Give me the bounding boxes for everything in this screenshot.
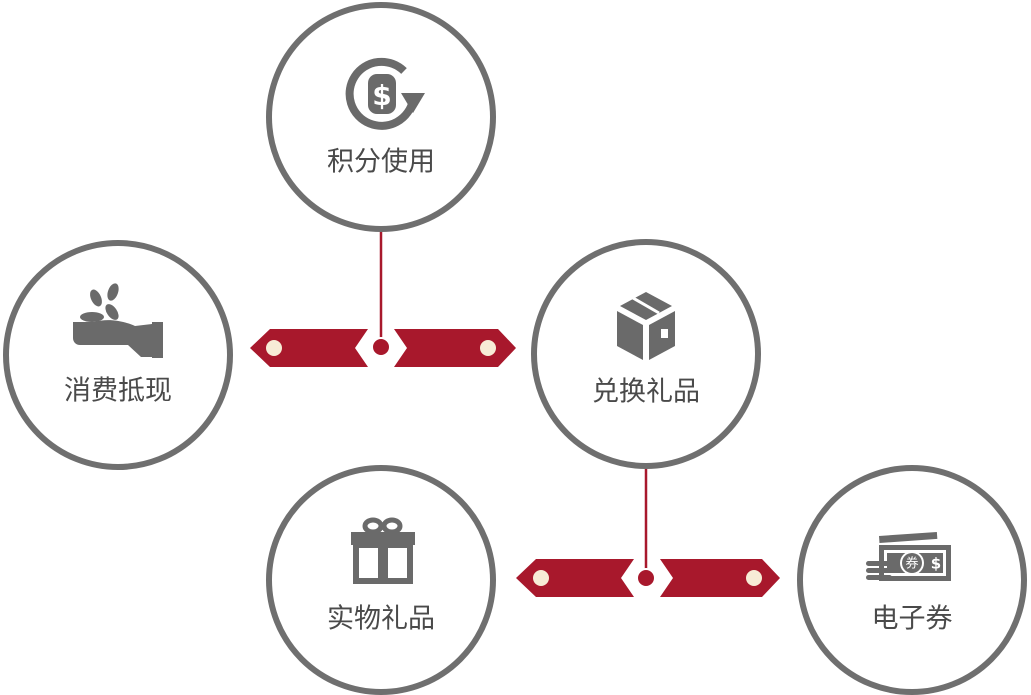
hand-coins-icon: [73, 283, 163, 358]
node-circle: [531, 239, 761, 469]
node-circle: [266, 2, 496, 232]
ribbon-lower: [516, 559, 780, 597]
ribbon-upper-right-dot: [480, 340, 496, 356]
node-label: 电子券: [872, 604, 953, 635]
voucher-icon: 券 $: [866, 531, 951, 581]
junction-upper: [371, 337, 391, 357]
node-label: 实物礼品: [327, 604, 435, 635]
node-circle: [3, 240, 233, 470]
junction-lower: [636, 568, 656, 588]
svg-text:$: $: [931, 555, 941, 573]
node-e-voucher: 券 $ 电子券: [797, 465, 1027, 695]
package-box-icon: [617, 292, 675, 360]
ribbon-lower-left: [516, 559, 634, 597]
ribbon-upper: [250, 329, 516, 367]
ribbon-upper-left-dot: [266, 340, 282, 356]
node-label: 积分使用: [327, 147, 435, 178]
node-gift-exchange: 兑换礼品: [531, 239, 761, 469]
ribbon-lower-right-dot: [746, 570, 762, 586]
dollar-cycle-icon: $: [345, 57, 425, 130]
svg-text:$: $: [372, 79, 391, 112]
svg-text:券: 券: [905, 556, 918, 572]
ribbon-lower-right: [660, 559, 780, 597]
gift-box-icon: [351, 517, 415, 584]
node-points-usage: $ 积分使用: [266, 2, 496, 232]
node-physical-gift: 实物礼品: [266, 465, 496, 695]
ribbon-lower-left-dot: [533, 570, 549, 586]
node-label: 兑换礼品: [592, 377, 700, 408]
ribbon-upper-left: [250, 329, 368, 367]
node-cash-offset: 消费抵现: [3, 240, 233, 470]
ribbon-upper-right: [394, 329, 516, 367]
node-label: 消费抵现: [64, 376, 172, 407]
